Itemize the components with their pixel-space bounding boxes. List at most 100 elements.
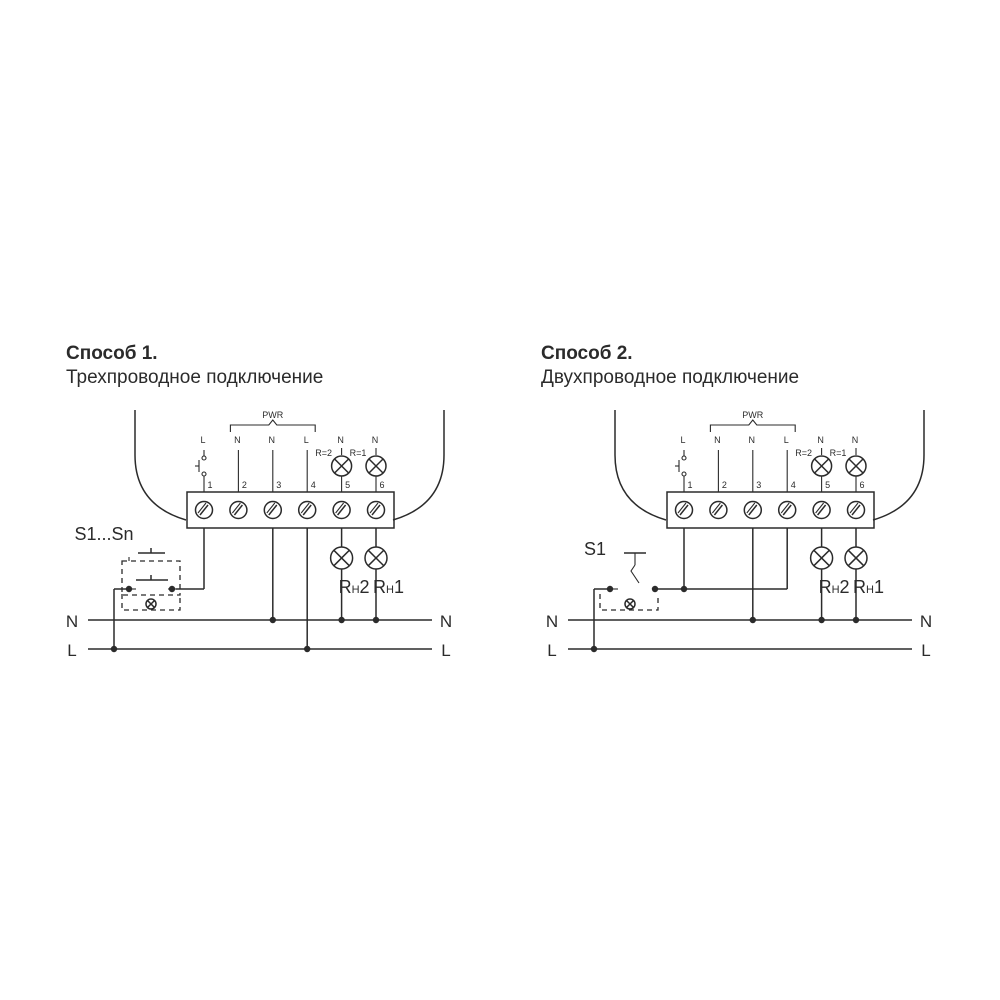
indicator-lamp-r2 (810, 455, 833, 477)
screw-slot (849, 502, 859, 514)
neutral-label-left: N (66, 612, 78, 631)
screw-slot (266, 502, 276, 514)
lamp-cross (625, 599, 635, 609)
screw-slot (679, 504, 689, 516)
device-enclosure (614, 410, 925, 521)
backlight-lamp (624, 598, 636, 610)
method-2-title: Способ 2. (541, 343, 633, 364)
screw-slot (231, 502, 241, 514)
switch-s1-spring (630, 564, 640, 584)
terminal-6 (366, 500, 386, 520)
terminal-top-label: L (680, 435, 685, 445)
indicator-lamp-r1 (845, 455, 867, 477)
lamp-cross (847, 549, 865, 567)
line-label-right: L (921, 641, 930, 660)
switch-enclosure (121, 560, 181, 596)
screw-slot (233, 504, 243, 516)
screw-slot (677, 502, 687, 514)
terminal-screw (674, 500, 694, 520)
terminal-number: 2 (722, 480, 727, 490)
screw-slot (199, 504, 209, 516)
terminal-screw (812, 500, 831, 520)
neutral-label-right: N (920, 612, 932, 631)
terminal-number: 5 (825, 480, 830, 490)
pwr-bracket (229, 419, 316, 432)
internal-button-contact (201, 455, 207, 461)
terminal-2 (229, 500, 248, 520)
backlight-lamp (145, 598, 157, 610)
lamp-cross (368, 458, 384, 474)
terminal-screw (297, 500, 317, 520)
terminal-top-label: L (784, 435, 789, 445)
terminal-2 (709, 500, 728, 520)
lamp-cross (813, 549, 830, 567)
switch-label-s1: S1 (584, 539, 606, 559)
terminal-top-label: N (852, 435, 859, 445)
lamp-circle (624, 598, 636, 610)
lamp-cross (146, 599, 156, 609)
terminal-screw (229, 500, 248, 520)
screw-slot (335, 502, 345, 514)
relay-2-label: R=2 (795, 448, 812, 458)
internal-button-contact (681, 471, 687, 477)
screw-slot (369, 502, 379, 514)
terminal-number: 3 (756, 480, 761, 490)
switch-backlight-enclosure (121, 594, 181, 611)
pwr-bracket (709, 419, 796, 432)
terminal-4 (777, 500, 797, 520)
load-lamp-rh2 (809, 546, 834, 570)
terminal-3 (263, 500, 283, 520)
switch-backlight-enclosure (599, 594, 659, 611)
terminal-6 (846, 500, 866, 520)
screw-slot (197, 502, 207, 514)
line-label-right: L (441, 641, 450, 660)
load-lamp-rh1 (364, 546, 388, 570)
screw-slot (713, 504, 723, 516)
pwr-label: PWR (742, 410, 763, 420)
terminal-number: 2 (242, 480, 247, 490)
terminal-number: 3 (276, 480, 281, 490)
lamp-cross (334, 458, 350, 474)
load-label-rh1: RH1 (373, 577, 404, 597)
screw-slot (746, 502, 756, 514)
internal-button-contact (201, 471, 207, 477)
method-1-heading: Способ 1. Трехпроводное подключение (66, 342, 323, 390)
terminal-top-label: N (817, 435, 824, 445)
terminal-number: 1 (687, 480, 692, 490)
terminal-screw (743, 500, 763, 520)
relay-1-label: R=1 (350, 448, 367, 458)
screw-slot (302, 504, 312, 516)
terminal-1 (674, 500, 694, 520)
screw-slot (300, 502, 310, 514)
terminal-5 (812, 500, 831, 520)
line-label-left: L (67, 641, 76, 660)
terminal-screw (332, 500, 351, 520)
lamp-cross (814, 458, 830, 474)
terminal-screw (846, 500, 866, 520)
neutral-label-right: N (440, 612, 452, 631)
terminal-screw (777, 500, 797, 520)
junction-dot (749, 616, 756, 624)
screw-slot (268, 504, 278, 516)
terminal-top-label: N (714, 435, 721, 445)
junction-dot (680, 585, 688, 593)
terminal-5 (332, 500, 351, 520)
junction-dot (338, 616, 345, 624)
screw-slot (851, 504, 861, 516)
screw-slot (748, 504, 758, 516)
lamp-cross (848, 458, 864, 474)
junction-dot (110, 645, 118, 653)
terminal-number: 6 (859, 480, 864, 490)
load-label-rh2: RH2 (339, 577, 370, 597)
relay-2-label: R=2 (315, 448, 332, 458)
terminal-number: 6 (379, 480, 384, 490)
method-2-heading: Способ 2. Двухпроводное подключение (541, 342, 799, 390)
terminal-top-label: L (200, 435, 205, 445)
terminal-top-label: N (337, 435, 344, 445)
method-1-subtitle: Трехпроводное подключение (66, 367, 324, 388)
screw-slot (817, 504, 827, 516)
junction-dot (269, 616, 276, 624)
relay-1-label: R=1 (830, 448, 847, 458)
